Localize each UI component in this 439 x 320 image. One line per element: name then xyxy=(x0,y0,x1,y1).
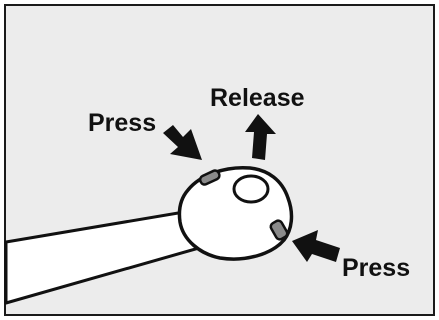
release-arrow-icon xyxy=(245,114,276,160)
left-press-button xyxy=(198,169,221,186)
release-label: Release xyxy=(210,84,305,112)
wand-handle xyxy=(4,208,208,305)
remote-device xyxy=(177,165,294,261)
press-arrow-icon xyxy=(292,230,340,262)
press-label-bottom: Press xyxy=(342,254,410,282)
release-button xyxy=(232,174,270,204)
press-label-top: Press xyxy=(88,109,156,137)
right-press-button xyxy=(269,219,289,241)
press-arrow-icon xyxy=(163,125,202,160)
